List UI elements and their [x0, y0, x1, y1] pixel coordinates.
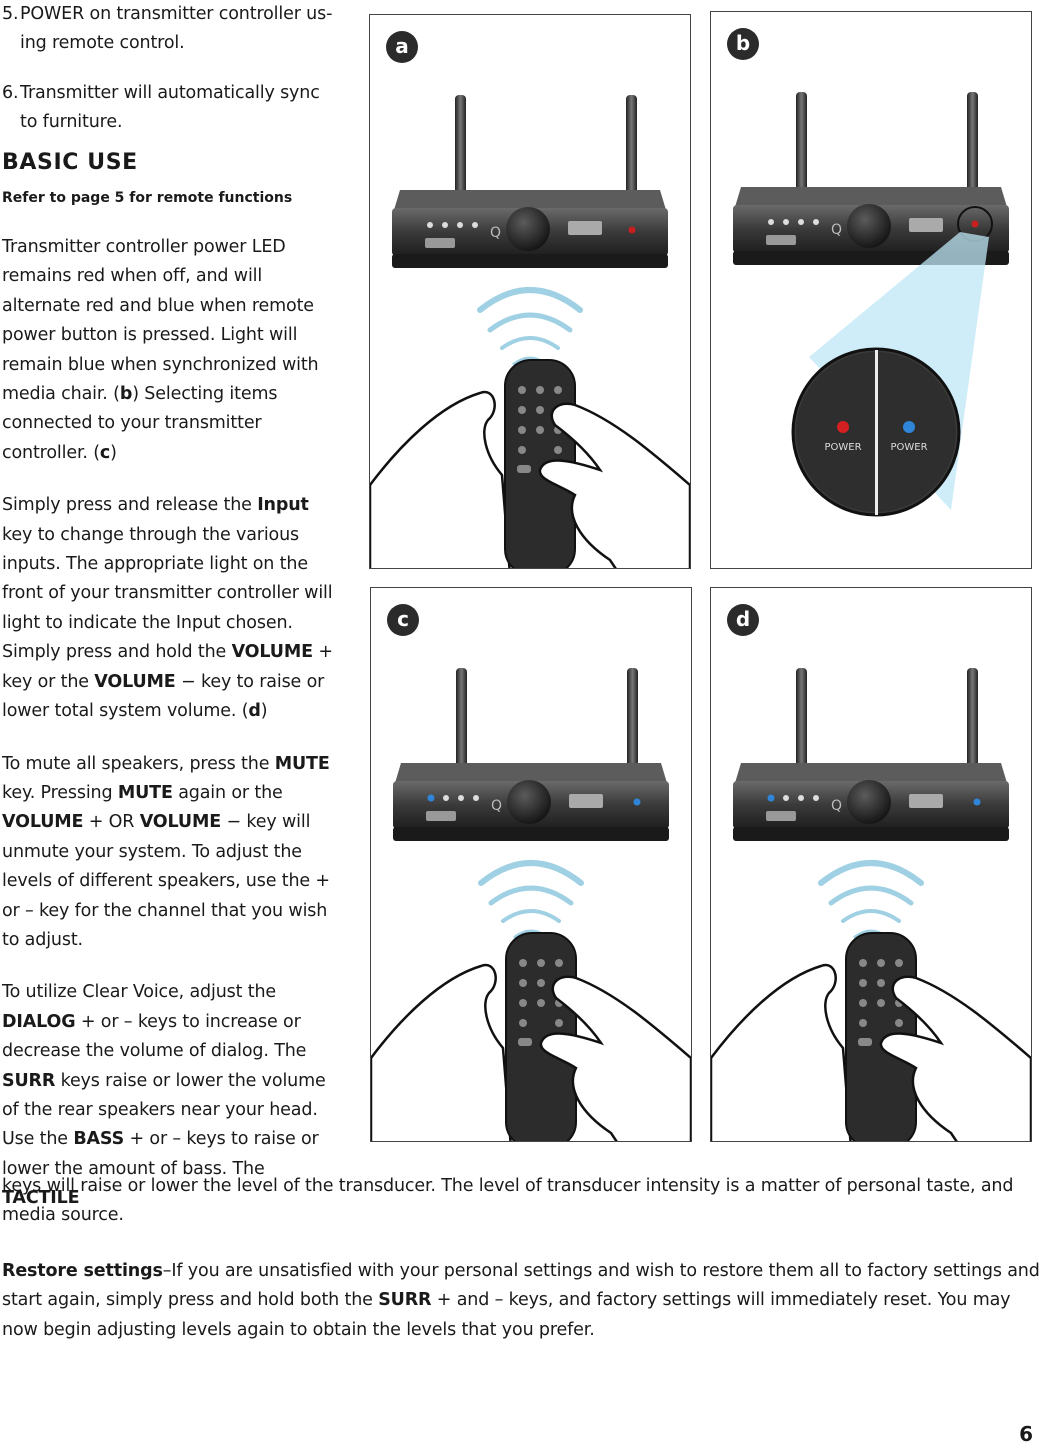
paragraph-restore: Restore settings–If you are unsatisfied … [2, 1260, 1040, 1340]
figure-a: a [369, 14, 691, 569]
power-led [971, 220, 979, 228]
paragraph-mute: To mute all speakers, press the MUTE key… [2, 753, 330, 950]
paragraph-volume: Simply press and hold the VOLUME + key o… [2, 642, 333, 722]
transmitter-remote-illustration [370, 95, 690, 568]
section-heading: BASIC USE [2, 150, 138, 175]
body-column: Transmitter controller power LED remains… [2, 233, 344, 1214]
step-number: 6. [2, 82, 19, 103]
transmitter-power-zoom-illustration: POWER POWER [733, 92, 1009, 517]
zoom-power-label-right: POWER [890, 442, 927, 453]
step-text: POWER on transmitter controller us-ing r… [20, 4, 333, 54]
section-subheading: Refer to page 5 for remote functions [2, 190, 293, 206]
figure-label-d: d [727, 604, 759, 636]
power-led [628, 226, 636, 234]
step-text: Transmitter will automatically sync to f… [20, 82, 320, 133]
body-wide: keys will raise or lower the level of th… [2, 1172, 1042, 1345]
transmitter-input-illustration [371, 668, 691, 1141]
paragraph-led: Transmitter controller power LED remains… [2, 237, 319, 463]
input-led [767, 794, 775, 802]
step-number: 5. [2, 4, 19, 24]
figure-b: POWER POWER b [710, 11, 1032, 569]
step-item: 6. Transmitter will automatically sync t… [2, 79, 340, 138]
figure-label-a: a [386, 31, 418, 63]
figure-label-b: b [727, 28, 759, 60]
zoom-blue-led [903, 421, 915, 433]
power-led [973, 798, 981, 806]
transmitter-volume-illustration [711, 668, 1031, 1141]
figure-c: c [370, 587, 692, 1142]
setup-steps: 5. POWER on transmitter controller us-in… [2, 0, 340, 138]
power-led [633, 798, 641, 806]
figure-label-c: c [387, 604, 419, 636]
paragraph-clear-voice: To utilize Clear Voice, adjust the DIALO… [2, 982, 326, 1209]
paragraph-input: Simply press and release the Input key t… [2, 495, 333, 633]
input-led [427, 794, 435, 802]
paragraph-tactile-cont: keys will raise or lower the level of th… [2, 1176, 1014, 1226]
zoom-red-led [837, 421, 849, 433]
page-number: 6 [1019, 1422, 1033, 1446]
zoom-power-label-left: POWER [824, 442, 861, 453]
step-item: 5. POWER on transmitter controller us-in… [2, 0, 340, 59]
figure-d: d [710, 587, 1032, 1142]
